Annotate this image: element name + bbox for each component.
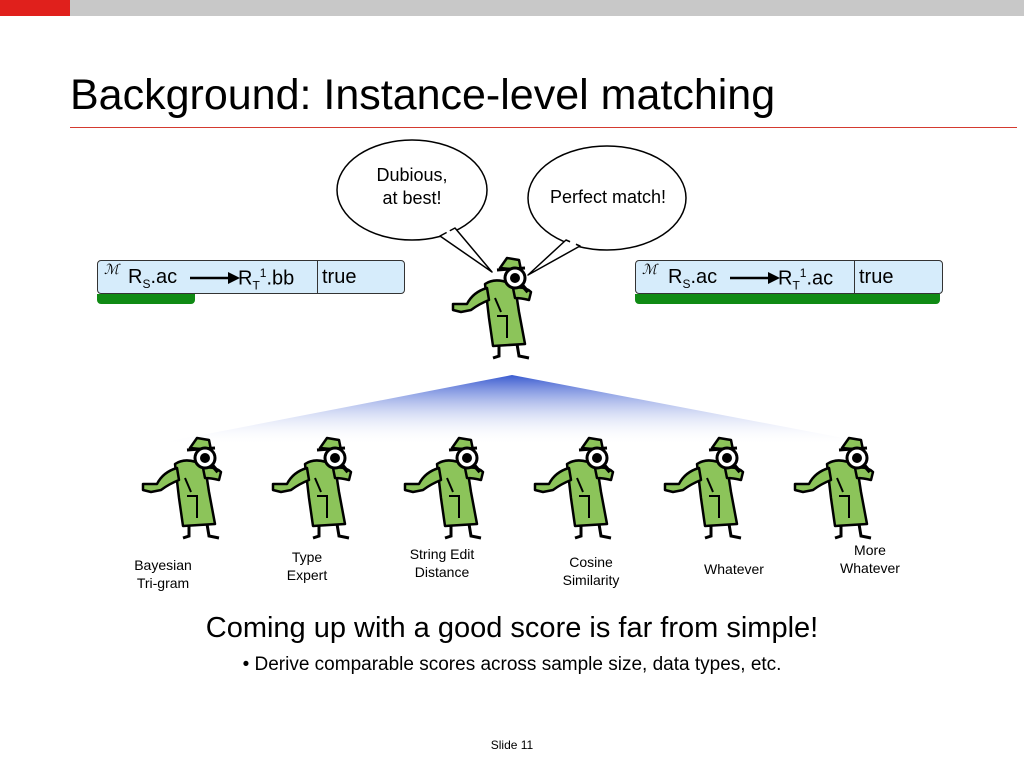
top-bar-accent: [0, 0, 70, 16]
mapping-divider: [317, 261, 318, 293]
mapping-value: true: [322, 266, 357, 288]
mapping-target: RT1.bb: [238, 266, 295, 293]
top-bar: [0, 0, 1024, 16]
conclusion-headline: Coming up with a good score is far from …: [205, 612, 819, 644]
conclusion-bullet: • Derive comparable scores across sample…: [242, 654, 782, 675]
mapping-symbol: ℳ: [104, 262, 119, 278]
mapping-box-left: ℳ RS.ac RT1.bb true: [97, 260, 405, 304]
mapping-box-body: ℳ RS.ac RT1.ac true: [635, 260, 943, 294]
bubble-right-line1: Perfect match!: [549, 187, 667, 207]
aggregation-beam: [150, 375, 880, 445]
arrow-right-icon: [190, 272, 240, 284]
mapping-value: true: [859, 266, 894, 288]
speech-bubble-right: [527, 145, 687, 276]
detective-icon: [665, 438, 743, 538]
mapping-source: RS.ac: [128, 266, 178, 291]
arrow-right-icon: [730, 272, 780, 284]
detective-icon: [143, 438, 221, 538]
bubble-left-line1: Dubious,: [376, 165, 448, 185]
speech-bubble-left: [336, 139, 493, 273]
mapping-symbol: ℳ: [642, 262, 657, 278]
mapping-box-body: ℳ RS.ac RT1.bb true: [97, 260, 405, 294]
mapping-source: RS.ac: [668, 266, 718, 291]
bubble-right-text: Perfect match!: [530, 186, 686, 209]
detective-icon: [405, 438, 483, 538]
bubble-left-text: Dubious, at best!: [352, 164, 472, 210]
detective-icon: [795, 438, 873, 538]
slide-number: Slide 11: [490, 738, 534, 752]
title-underline: [70, 127, 1017, 128]
expert-label-whatever: Whatever: [704, 561, 764, 577]
mapping-divider: [854, 261, 855, 293]
mapping-box-right: ℳ RS.ac RT1.ac true: [635, 260, 943, 304]
detective-icon: [535, 438, 613, 538]
detective-icon: [453, 258, 531, 358]
bubble-left-line2: at best!: [382, 188, 442, 208]
mapping-score-bar: [97, 294, 195, 304]
mapping-score-bar: [635, 294, 940, 304]
detective-icon: [273, 438, 351, 538]
mapping-target: RT1.ac: [778, 266, 834, 293]
slide-title: Background: Instance-level matching: [70, 71, 776, 119]
